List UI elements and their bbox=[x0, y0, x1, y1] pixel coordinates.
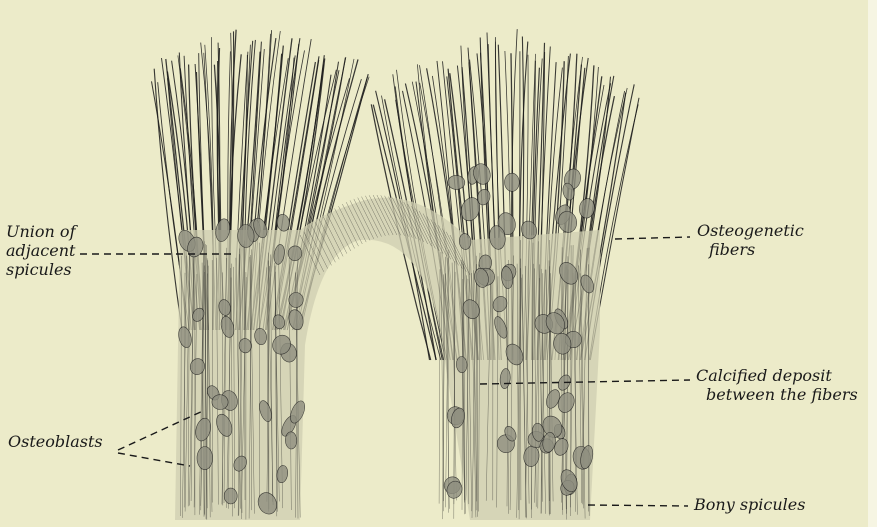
label-osteoblasts: Osteoblasts bbox=[8, 432, 103, 451]
label-union-adjacent-spicules: Union of adjacent spicules bbox=[6, 222, 75, 279]
osteoblast-cell bbox=[285, 432, 297, 450]
label-line: Union of bbox=[6, 222, 75, 241]
osteoblast-cell bbox=[289, 292, 304, 307]
osteoblast-cell bbox=[224, 488, 237, 504]
label-line: Osteogenetic bbox=[697, 221, 804, 240]
label-line: Calcified deposit bbox=[696, 366, 858, 385]
leader-osteogenetic bbox=[615, 237, 690, 239]
leader-bony bbox=[588, 505, 688, 506]
label-calcified-deposit: Calcified deposit between the fibers bbox=[696, 366, 858, 404]
label-line: spicules bbox=[6, 260, 75, 279]
label-bony-spicules: Bony spicules bbox=[694, 495, 805, 514]
osteoblast-cell bbox=[504, 173, 519, 191]
label-line: fibers bbox=[697, 240, 804, 259]
label-line: Osteoblasts bbox=[8, 432, 103, 451]
label-line: between the fibers bbox=[696, 385, 858, 404]
label-line: adjacent bbox=[6, 241, 75, 260]
osteoblast-cell bbox=[197, 447, 213, 470]
label-osteogenetic-fibers: Osteogenetic fibers bbox=[697, 221, 804, 259]
label-line: Bony spicules bbox=[694, 495, 805, 514]
